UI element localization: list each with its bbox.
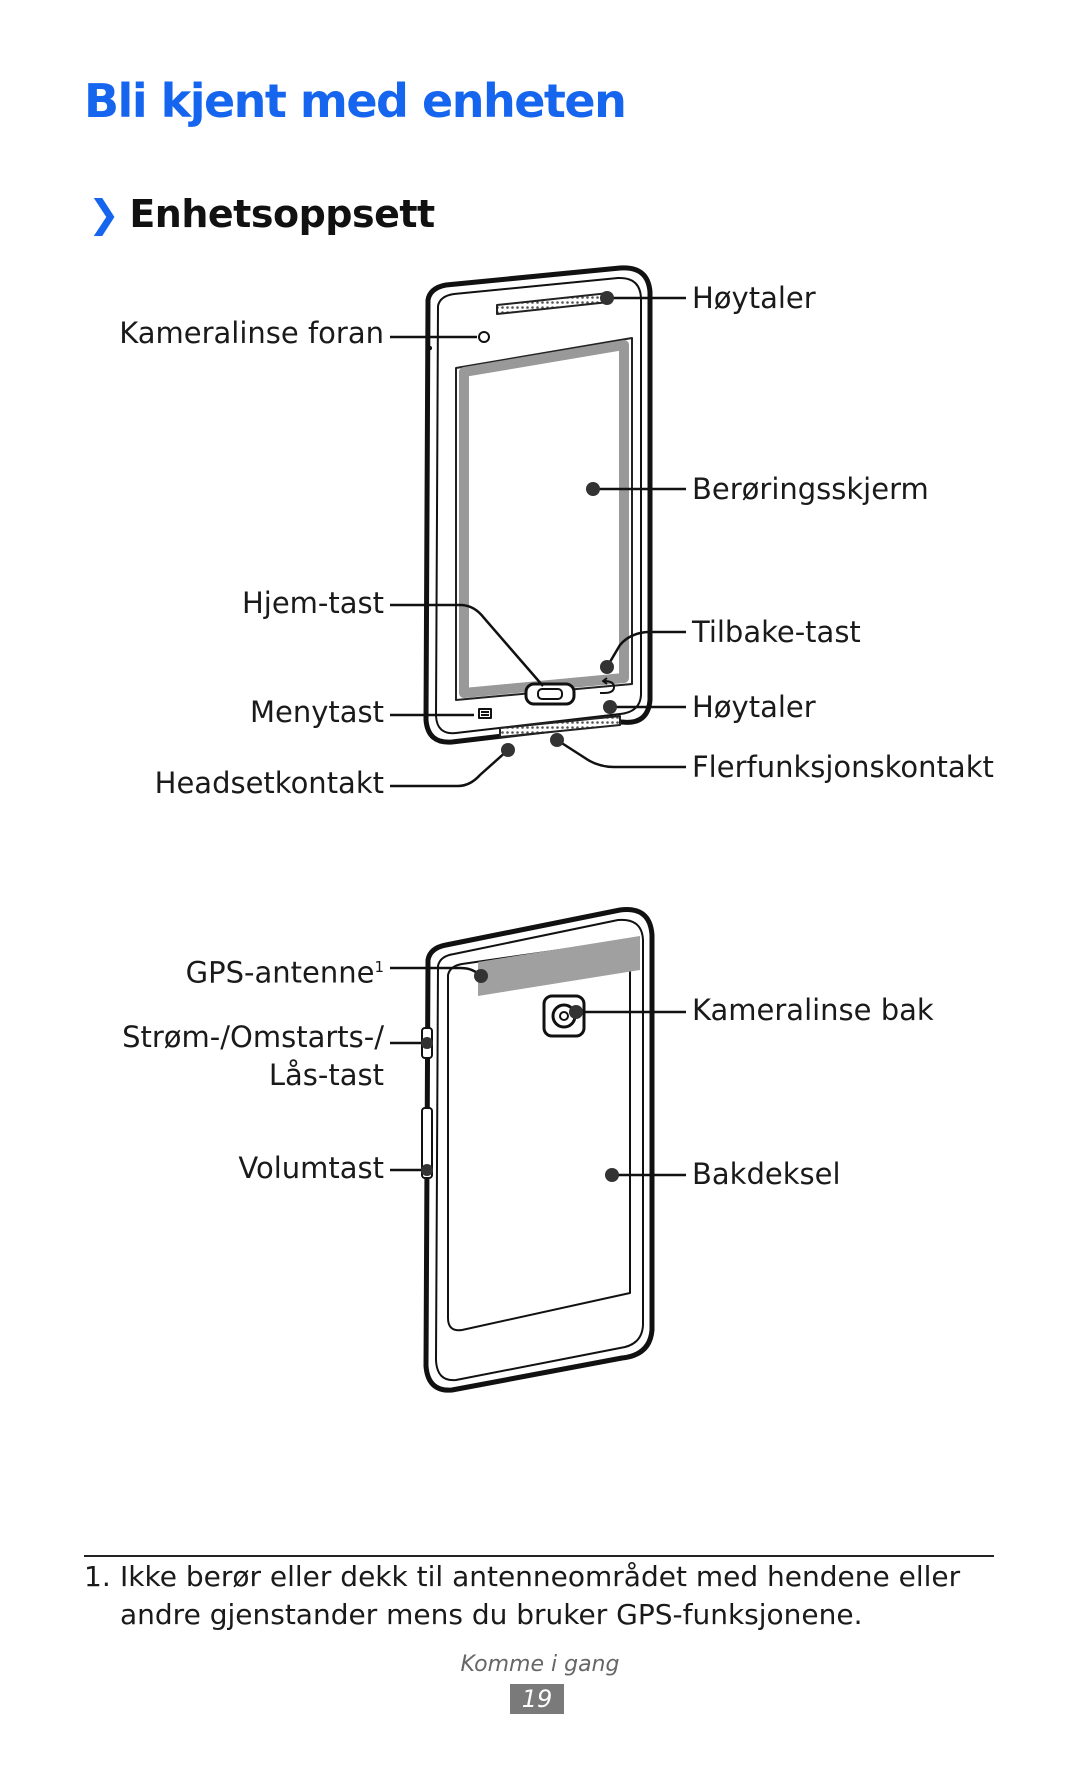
section-heading: ❯Enhetsoppsett (88, 192, 435, 236)
back-callout-dots (421, 969, 619, 1182)
label-headset-jack: Headsetkontakt (154, 766, 384, 800)
label-back-key: Tilbake-tast (692, 615, 861, 649)
footer-section-name: Komme i gang (460, 1652, 620, 1677)
bottom-speaker-grill (499, 715, 621, 738)
label-menu-key: Menytast (249, 695, 384, 729)
footnote: 1. Ikke berør eller dekk til antenneområ… (84, 1558, 1004, 1634)
front-camera-lens (478, 331, 490, 343)
chevron-right-icon: ❯ (88, 192, 120, 236)
label-volume-key: Volumtast (238, 1151, 384, 1185)
gps-antenna-area (478, 936, 640, 996)
label-touchscreen: Berøringsskjerm (692, 472, 929, 506)
label-gps-antenna: GPS-antenne1 (185, 955, 384, 990)
label-front-camera: Kameralinse foran (119, 316, 384, 350)
page-number: 19 (510, 1684, 564, 1714)
footnote-divider (84, 1555, 994, 1557)
label-power-key-line1: Strøm-/Omstarts-/ (122, 1020, 384, 1054)
front-callouts (390, 296, 686, 788)
label-power-key-line2: Lås-tast (268, 1058, 384, 1092)
label-home-key: Hjem-tast (241, 586, 384, 620)
front-phone (423, 265, 653, 745)
menu-key-icon (478, 708, 492, 719)
footnote-ref: 1 (374, 958, 384, 976)
label-speaker-top: Høytaler (692, 281, 816, 315)
label-rear-camera: Kameralinse bak (692, 993, 934, 1027)
front-callout-dots (501, 291, 617, 757)
footnote-text: Ikke berør eller dekk til antenneområdet… (120, 1560, 961, 1631)
footnote-number: 1. (84, 1560, 111, 1593)
label-multifunction-jack: Flerfunksjonskontakt (692, 750, 994, 784)
section-title: Enhetsoppsett (129, 192, 435, 236)
label-back-cover: Bakdeksel (692, 1157, 841, 1191)
label-speaker-bottom: Høytaler (692, 690, 816, 724)
page-title: Bli kjent med enheten (84, 74, 627, 128)
back-key-icon (600, 677, 615, 694)
back-phone (421, 907, 655, 1393)
volume-key (421, 1107, 433, 1179)
